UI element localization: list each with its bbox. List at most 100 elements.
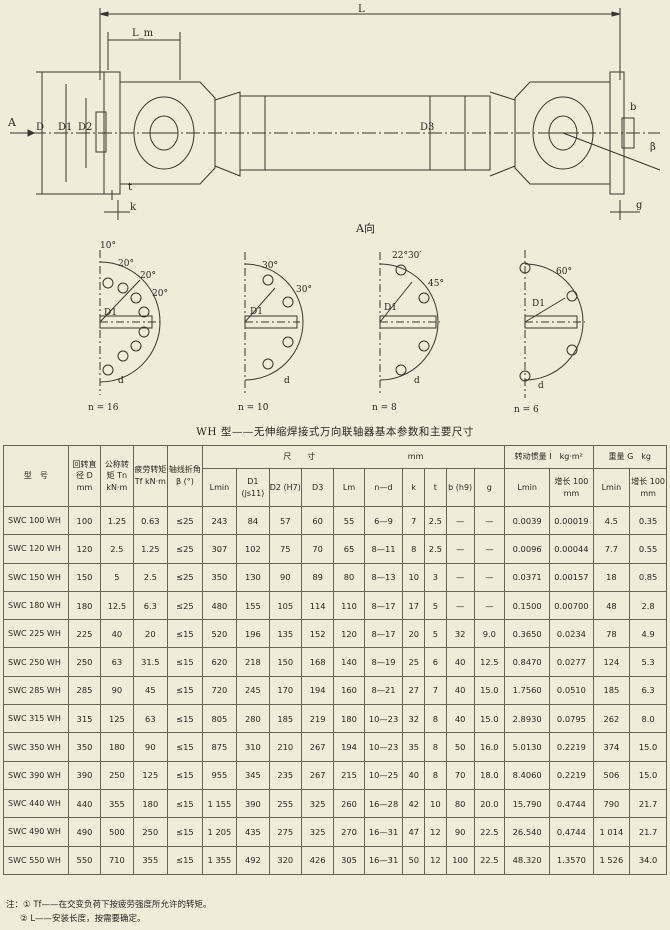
table-cell: 426 (300, 845, 335, 875)
table-cell: 15.790 (503, 788, 551, 819)
table-cell: 8—17 (363, 619, 404, 649)
table-cell: 124 (592, 647, 631, 677)
table-cell: 130 (236, 562, 270, 592)
table-cell: 40 (445, 647, 475, 677)
table-cell: — (473, 505, 505, 536)
table-cell: 6—9 (363, 505, 404, 536)
table-cell: 105 (268, 590, 302, 621)
table-cell: ≤15 (167, 732, 203, 762)
table-cell: 325 (300, 788, 335, 819)
table-cell: 345 (236, 760, 270, 790)
dimensions-unit-label: mm (407, 452, 424, 462)
table-cell: 50 (445, 732, 475, 762)
table-cell: 355 (100, 788, 134, 819)
table-cell: 2.5 (424, 534, 447, 564)
table-cell: — (473, 562, 505, 592)
table-cell: 374 (592, 732, 631, 762)
table-cell: 0.00157 (549, 562, 594, 592)
col-header-weight: 重量 G kg (592, 445, 668, 469)
flange-view-n6: 60° D1 d n = 6 (514, 250, 585, 415)
col-header-axis-angle: 轴线折角 β (°) (167, 445, 203, 507)
table-cell: 225 (67, 619, 102, 649)
table-cell: 8—11 (363, 534, 404, 564)
table-cell: 0.63 (132, 505, 169, 536)
subheader-dim-9: g (473, 468, 505, 507)
table-cell: 35 (402, 732, 426, 762)
col-header-nominal-torque: 公称转矩 Tn kN·m (100, 445, 134, 507)
table-cell: 40 (100, 619, 134, 649)
model-cell: SWC 180 WH (3, 590, 69, 621)
table-cell: 16—28 (363, 788, 404, 819)
table-cell: ≤15 (167, 619, 203, 649)
table-cell: 180 (333, 704, 365, 734)
table-cell: 280 (236, 704, 270, 734)
table-cell: ≤15 (167, 845, 203, 875)
dimensions-group-label: 尺 寸 (283, 452, 316, 462)
table-cell: 7 (424, 675, 447, 706)
table-cell: 2.8930 (503, 704, 551, 734)
table-cell: 0.0234 (549, 619, 594, 649)
table-cell: 25 (402, 647, 426, 677)
table-cell: 390 (236, 788, 270, 819)
table-cell: 70 (445, 760, 475, 790)
table-cell: 90 (132, 732, 169, 762)
table-cell: ≤15 (167, 760, 203, 790)
note-2: ② L——安装长度，按需要确定。 (20, 914, 146, 924)
n16-angle-1: 10° (100, 241, 116, 251)
table-title: WH 型——无伸缩焊接式万向联轴器基本参数和主要尺寸 (196, 426, 474, 438)
table-cell: 40 (445, 704, 475, 734)
table-cell: 480 (201, 590, 238, 621)
table-cell: 16.0 (473, 732, 505, 762)
table-cell: 267 (300, 732, 335, 762)
n8-d1-label: D1 (384, 303, 397, 313)
table-cell: 790 (592, 788, 631, 819)
model-cell: SWC 120 WH (3, 534, 69, 564)
table-cell: 22.5 (473, 817, 505, 847)
subheader-dim-5: n—d (363, 468, 404, 507)
subheader-inertia-1: 增长 100 mm (549, 468, 594, 507)
table-cell: 805 (201, 704, 238, 734)
table-cell: ≤25 (167, 590, 203, 621)
table-cell: ≤15 (167, 675, 203, 706)
model-cell: SWC 150 WH (3, 562, 69, 592)
table-cell: 8 (424, 704, 447, 734)
table-cell: 250 (67, 647, 102, 677)
arrow-A-label: A (7, 116, 17, 129)
n10-d-label: d (284, 376, 290, 386)
dim-t-label: t (128, 182, 132, 193)
table-cell: 235 (268, 760, 302, 790)
table-cell: 8—21 (363, 675, 404, 706)
table-cell: 6.3 (132, 590, 169, 621)
table-cell: 9.0 (473, 619, 505, 649)
table-cell: 7 (402, 505, 426, 536)
n8-label: n = 8 (372, 403, 397, 413)
n8-angle-2: 45° (428, 279, 444, 289)
table-cell: 0.2219 (549, 732, 594, 762)
model-cell: SWC 440 WH (3, 788, 69, 819)
table-cell: 492 (236, 845, 270, 875)
table-cell: 710 (100, 845, 134, 875)
n10-label: n = 10 (238, 403, 269, 413)
model-cell: SWC 100 WH (3, 505, 69, 536)
dim-L-label: L (358, 4, 365, 15)
table-cell: 0.0510 (549, 675, 594, 706)
table-cell: 22.5 (473, 845, 505, 875)
table-cell: ≤15 (167, 817, 203, 847)
table-cell: 3 (424, 562, 447, 592)
table-cell: 255 (268, 788, 302, 819)
subheader-weight-1: 增长 100 mm (629, 468, 667, 507)
table-cell: 80 (445, 788, 475, 819)
table-cell: 7.7 (592, 534, 631, 564)
table-cell: 1 014 (592, 817, 631, 847)
table-cell: — (445, 534, 475, 564)
table-cell: 27 (402, 675, 426, 706)
n10-d1-label: D1 (250, 307, 263, 317)
table-cell: 2.8 (629, 590, 667, 621)
table-cell: 100 (67, 505, 102, 536)
table-cell: 31.5 (132, 647, 169, 677)
